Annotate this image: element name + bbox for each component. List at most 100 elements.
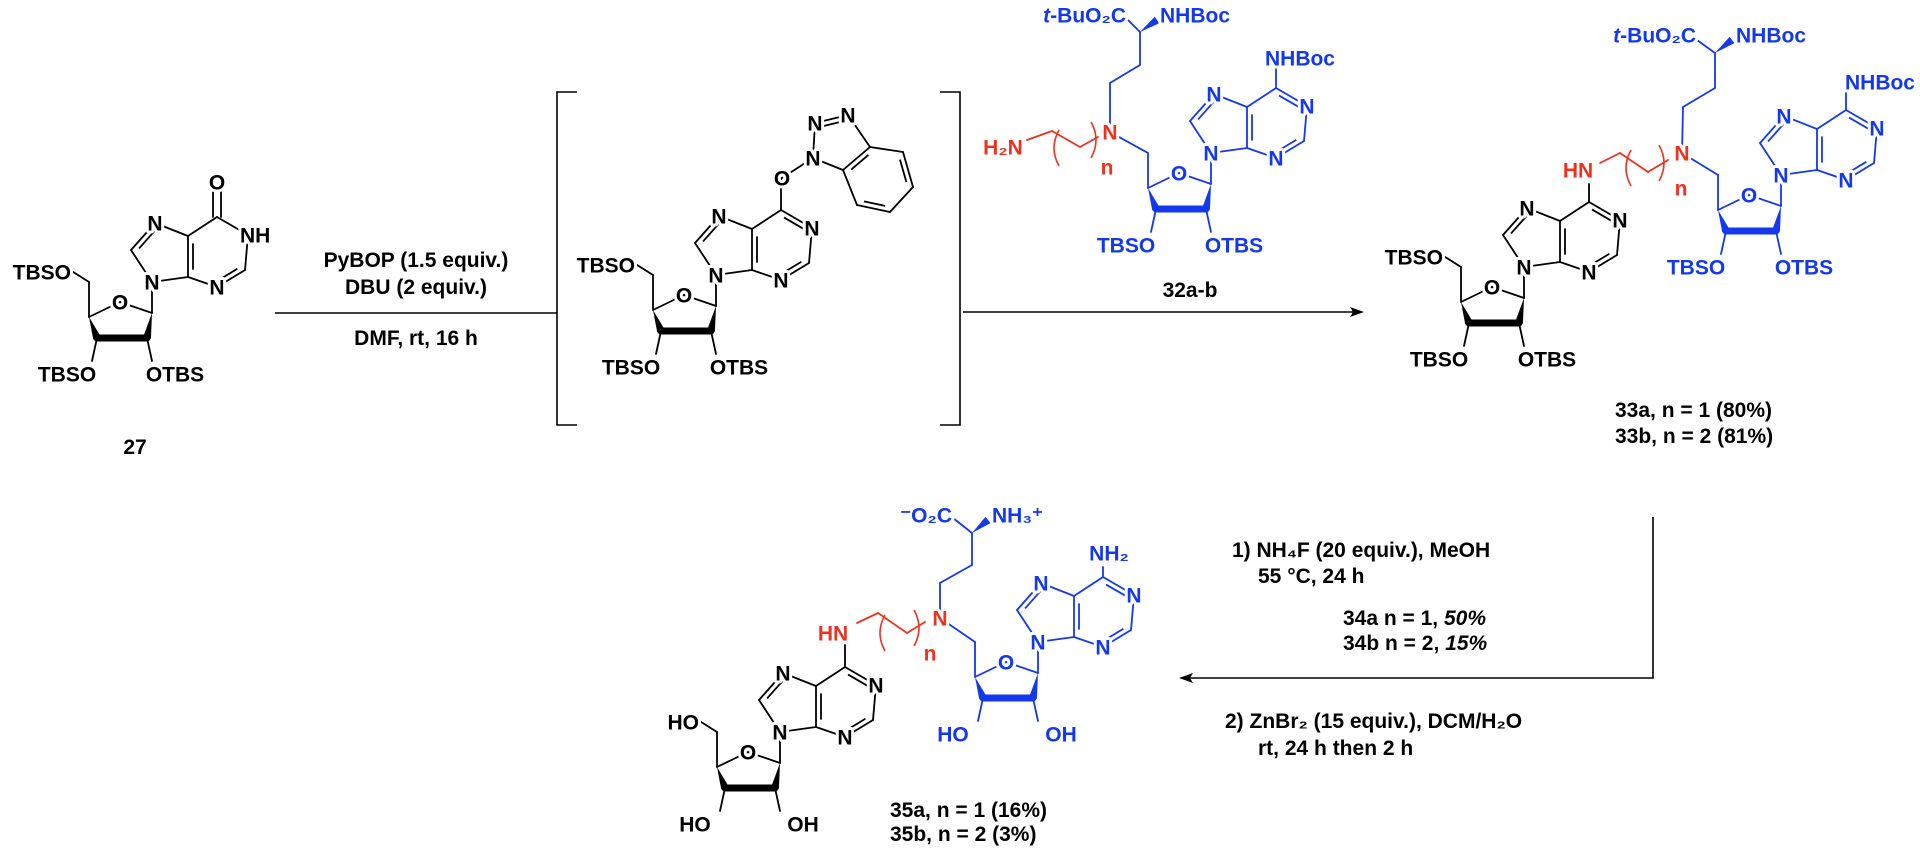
repeat-count-n: n [924, 643, 937, 666]
double-bond [1590, 253, 1610, 266]
nitrogen-n7: N [775, 663, 790, 686]
bond [902, 151, 914, 188]
double-bond [1278, 94, 1300, 108]
bond [815, 726, 846, 738]
nitrogen-n9: N [1203, 143, 1218, 166]
hydroxyl-3-prime: TBSO [38, 364, 96, 387]
repeat-bracket-left [879, 614, 886, 652]
bond [694, 242, 717, 276]
bond [1647, 159, 1669, 173]
bond [1150, 208, 1157, 233]
bond [758, 672, 784, 701]
bond [1816, 109, 1847, 130]
bond [1109, 131, 1149, 154]
bond [781, 157, 814, 179]
repeat-bracket-left [1053, 129, 1060, 167]
bond [1016, 582, 1042, 611]
bond [889, 186, 914, 213]
repeat-count-n: n [1101, 157, 1114, 180]
bond [151, 276, 189, 283]
bond [1588, 201, 1621, 221]
nitrogen-n9: N [1030, 632, 1045, 655]
double-bond [1105, 583, 1127, 597]
bond [847, 114, 871, 148]
bond [1588, 254, 1618, 273]
bond [1845, 162, 1875, 181]
double-bond [1277, 139, 1297, 152]
bond [1559, 201, 1590, 222]
double-bond [847, 673, 869, 687]
yield-34a-label: 34a n = 1, [1343, 607, 1444, 630]
wedge-bond [1140, 16, 1160, 32]
double-bond [138, 230, 156, 250]
wedge-bond [653, 310, 665, 333]
bond [758, 699, 781, 733]
deprotection-step1: 1) NH₄F (20 equiv.), MeOH [1232, 539, 1490, 562]
bond [1502, 234, 1525, 268]
double-bond [846, 718, 866, 731]
bond [1696, 39, 1716, 54]
nitrogen-n1: N [1299, 96, 1314, 119]
bond [1205, 208, 1212, 233]
bracket-left [556, 91, 577, 426]
bond [1460, 286, 1493, 303]
bond [718, 215, 753, 230]
step3-conditions: 1) NH₄F (20 equiv.), MeOH 55 °C, 24 h 34… [1225, 539, 1522, 760]
nitrogen-n1: N [1126, 585, 1141, 608]
compound-32-label: 32a-b [1163, 279, 1218, 302]
butyl-ester-rest: -BuO₂C [1050, 5, 1126, 28]
bond [747, 751, 781, 764]
repeat-bracket-right [1658, 144, 1665, 182]
benzotriazole-n3: N [840, 105, 855, 128]
bond [216, 269, 246, 288]
bond [633, 262, 654, 276]
wedge-bond [1515, 298, 1524, 324]
bond [154, 222, 189, 237]
nitrogen-n7: N [1776, 106, 1791, 129]
double-bond [821, 120, 844, 128]
bond [130, 249, 153, 283]
double-bond [1197, 101, 1215, 121]
bond [719, 787, 726, 812]
solvent-time: DMF, rt, 16 h [354, 327, 478, 350]
wedge-bond [707, 306, 716, 332]
bond [187, 216, 218, 237]
bond [1275, 87, 1308, 107]
nitrogen-n3: N [1095, 637, 1110, 660]
bond [1246, 87, 1277, 108]
hydroxyl-2-prime: OTBS [1518, 349, 1576, 372]
tertiary-amine-n: N [932, 608, 947, 631]
reaction-arrow-3 [1187, 517, 1654, 679]
hydroxyl-2-prime: OH [1045, 724, 1077, 747]
bond [1491, 286, 1525, 299]
double-bond [1104, 628, 1124, 641]
nitrogen-n1: N [804, 218, 819, 241]
bond [952, 517, 973, 534]
ring-oxygen: O [740, 742, 756, 765]
bond [842, 169, 858, 206]
bond [130, 222, 156, 251]
tertiary-amine-n: N [1674, 143, 1689, 166]
double-bond [899, 159, 908, 183]
nitrogen-n9: N [144, 272, 159, 295]
bond [1502, 207, 1528, 236]
deprotection-step2: 2) ZnBr₂ (15 equiv.), DCM/H₂O [1225, 710, 1522, 733]
bond [977, 697, 984, 722]
hydroxyl-2-prime: OH [787, 814, 819, 837]
hydroxyl-2-prime: OTBS [146, 364, 204, 387]
hydroxyl-2-prime: OTBS [1775, 257, 1833, 280]
bond [1303, 105, 1308, 142]
hydroxyl-5-prime: TBSO [13, 262, 71, 285]
nitrogen-n1: N [1612, 210, 1627, 233]
nitrogen-n3: N [773, 270, 788, 293]
bond [1246, 147, 1277, 159]
bond [694, 215, 720, 244]
bond [1040, 582, 1075, 597]
bond [1599, 152, 1621, 164]
ring-oxygen: O [1484, 277, 1500, 300]
nhboc-6: NHBoc [1265, 48, 1335, 71]
wedge-bond [972, 516, 991, 533]
step1-conditions: PyBOP (1.5 equiv.) DBU (2 equiv.) DMF, r… [324, 249, 509, 350]
bond [1518, 322, 1525, 347]
